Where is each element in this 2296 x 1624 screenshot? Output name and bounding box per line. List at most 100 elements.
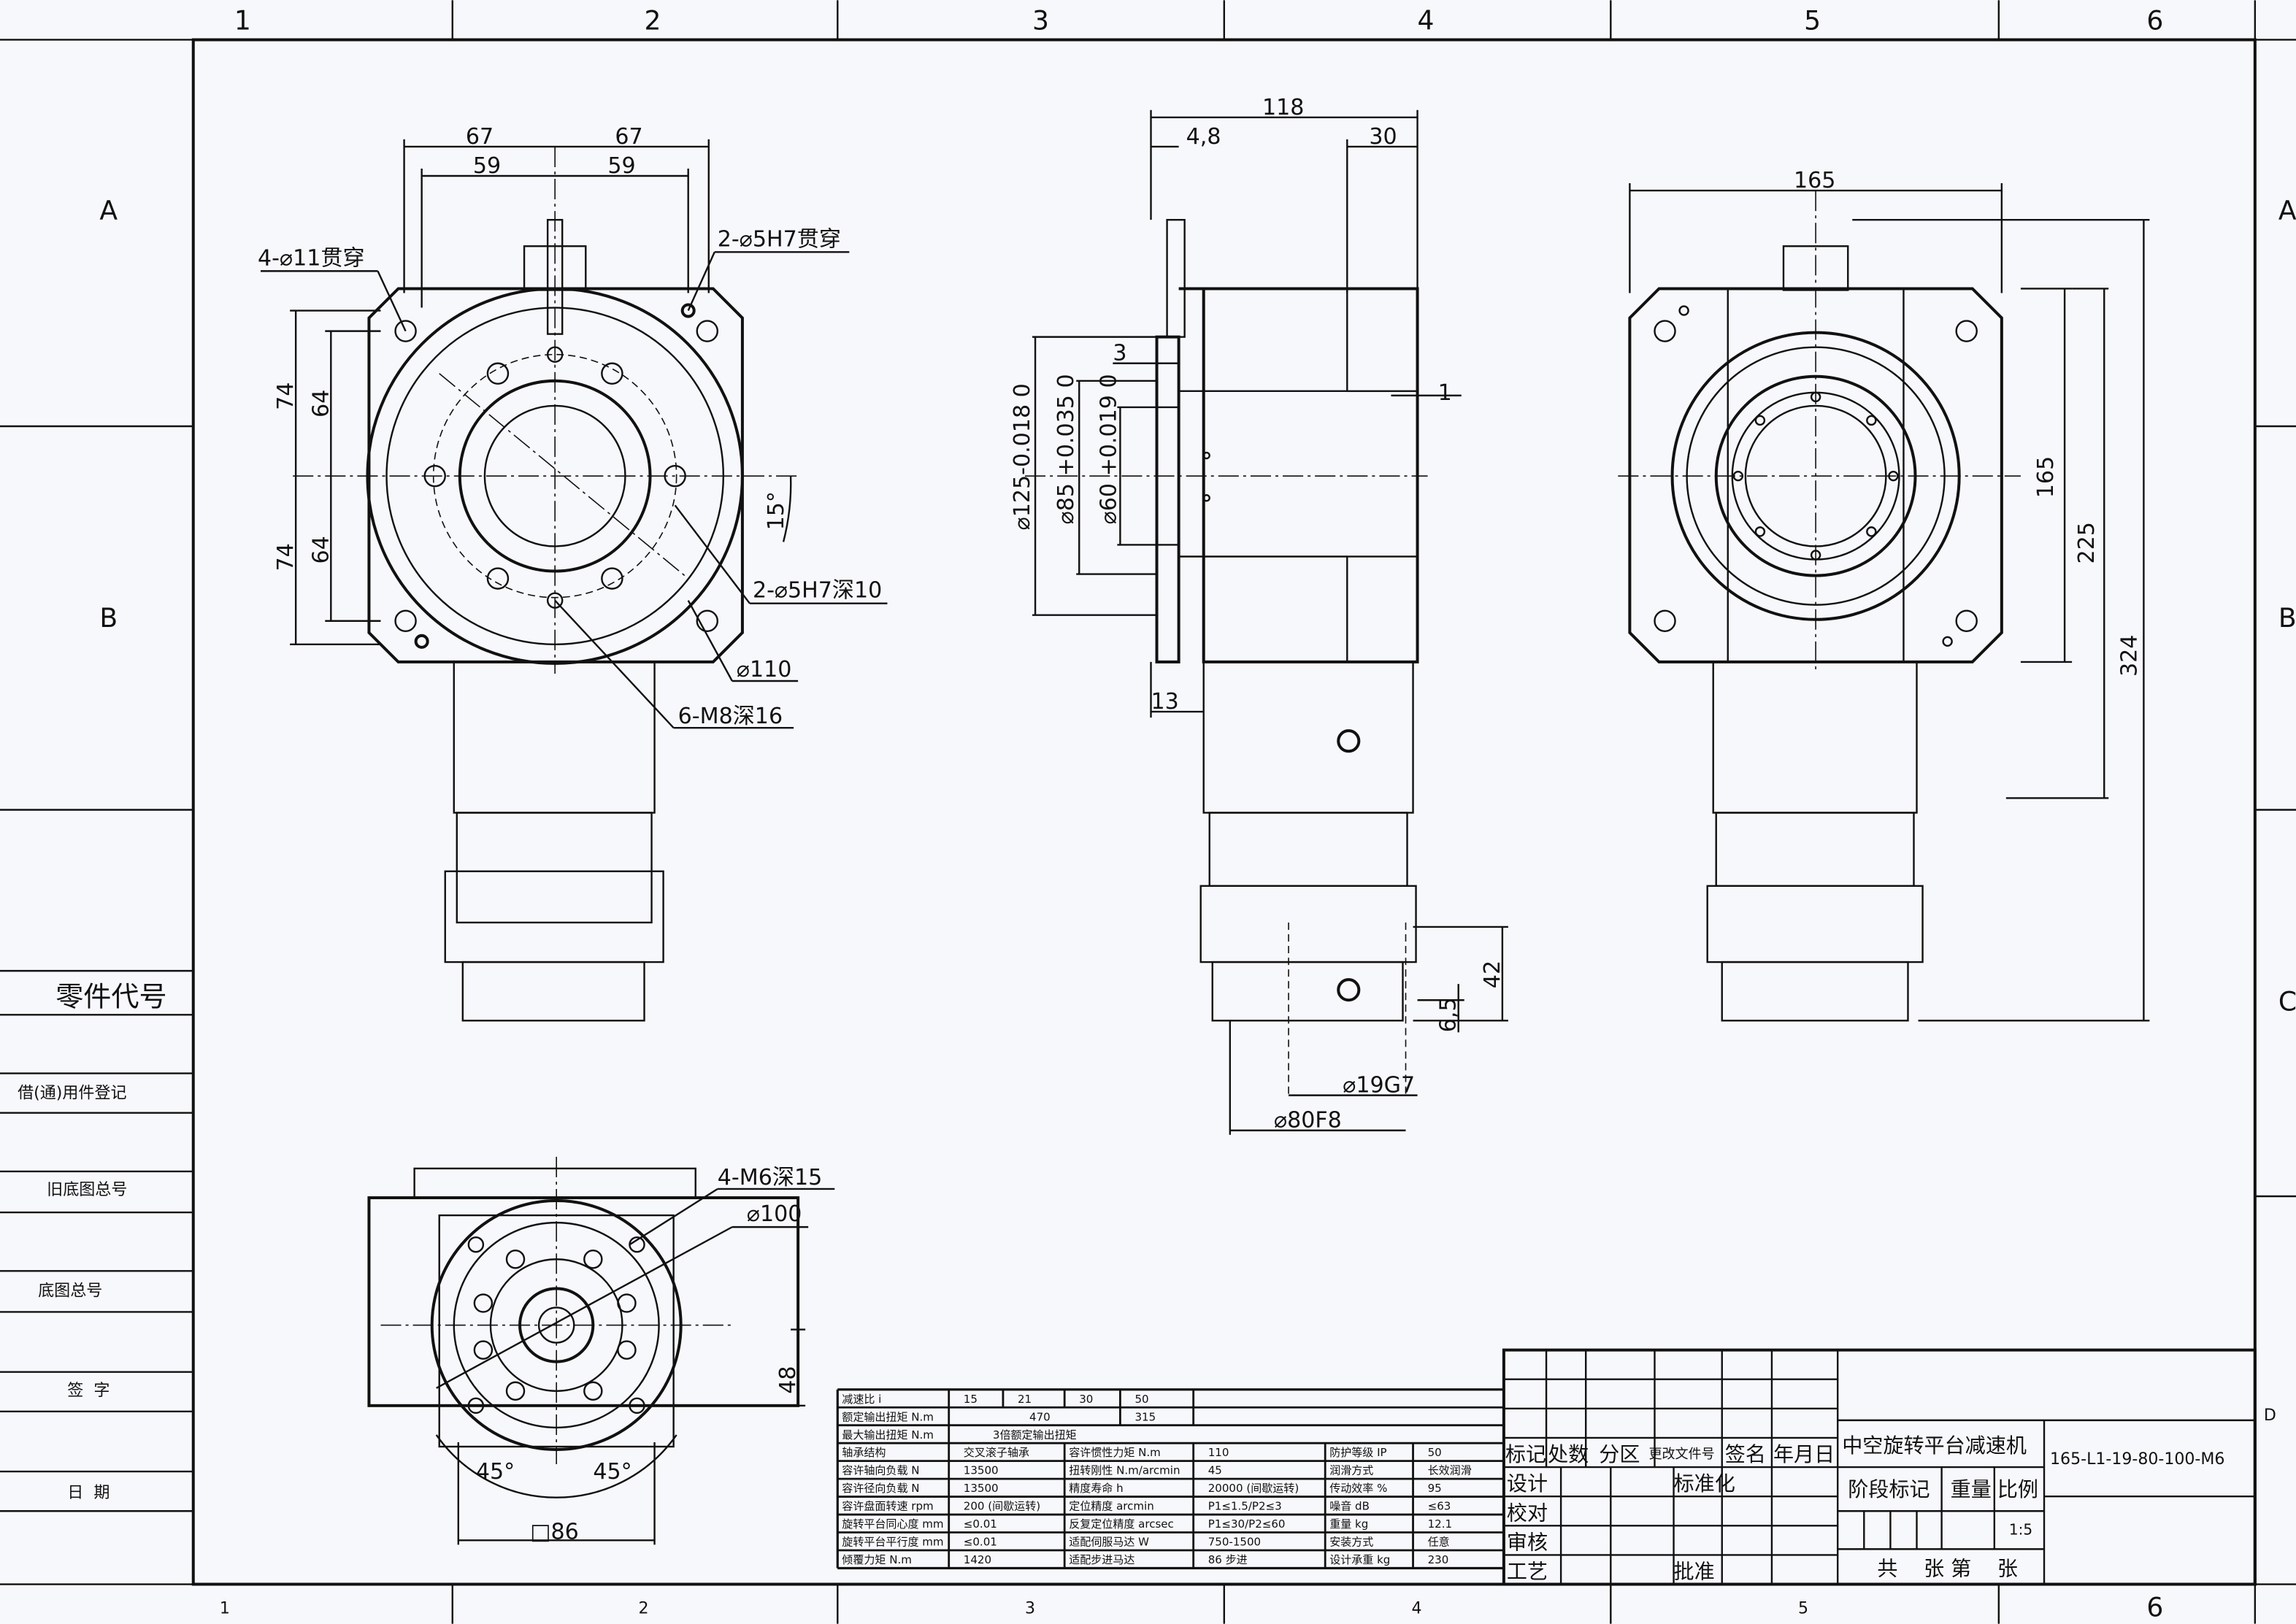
spec-cell: 长效润滑 xyxy=(1428,1464,1472,1477)
zone-top-5: 5 xyxy=(1804,4,1821,36)
zone-right-d: D xyxy=(2264,1406,2276,1425)
spec-row-label: 额定输出扭矩 N.m xyxy=(842,1410,934,1423)
spec-cell: 30 xyxy=(1079,1393,1093,1406)
dim-d80f8: ⌀80F8 xyxy=(1274,1108,1342,1134)
zone-right-a: A xyxy=(2278,195,2296,226)
spec-cell: 470 xyxy=(1029,1410,1051,1423)
spec-cell: 1420 xyxy=(964,1553,991,1566)
dim-165-width: 165 xyxy=(1794,168,1835,193)
weight-label: 重量 xyxy=(1951,1477,1992,1501)
spec-row-label: 容许盘面转速 rpm xyxy=(842,1500,933,1513)
dim-67-right: 67 xyxy=(615,124,642,150)
spec-cell: 230 xyxy=(1428,1553,1449,1566)
note-holes-11: 4-⌀11贯穿 xyxy=(258,245,365,271)
header-sign: 签名 xyxy=(1725,1442,1766,1466)
zone-top-4: 4 xyxy=(1418,4,1435,36)
borrow-register-label: 借(通)用件登记 xyxy=(18,1085,126,1103)
side-view: 118 4,8 30 3 1 13 ⌀125-0.018 0 ⌀85 +0.03… xyxy=(1010,95,1508,1135)
dim-59-right: 59 xyxy=(607,153,635,179)
spec-cell: 安装方式 xyxy=(1329,1536,1373,1549)
note-m8: 6-M8深16 xyxy=(678,704,783,729)
zone-right-c: C xyxy=(2278,985,2296,1017)
zone-top-3: 3 xyxy=(1032,4,1049,36)
zone-top-1: 1 xyxy=(234,4,251,36)
title-block: 标记 处数 分区 更改文件号 签名 年月日 设计 校对 审核 工艺 标准化 批准… xyxy=(1502,1348,2257,1586)
spec-cell: 86 步进 xyxy=(1208,1553,1248,1566)
spec-cell: 设计承重 kg xyxy=(1329,1553,1390,1566)
right-view: 165 165 225 324 xyxy=(1618,168,2150,1022)
dim-64-top: 64 xyxy=(308,390,334,417)
zone-left-a: A xyxy=(99,195,118,226)
spec-cell: 交叉滚子轴承 xyxy=(964,1446,1029,1459)
dim-59-left: 59 xyxy=(473,153,501,179)
spec-cell: 15 xyxy=(964,1393,978,1406)
dim-42: 42 xyxy=(1480,961,1505,988)
dim-d110: ⌀110 xyxy=(737,657,792,682)
spec-cell: 噪音 dB xyxy=(1329,1500,1370,1513)
dim-6-5: 6,5 xyxy=(1436,998,1462,1033)
front-view: 67 67 59 59 74 64 74 64 4-⌀11贯穿 2-⌀5H7贯穿… xyxy=(258,124,888,1022)
dim-1: 1 xyxy=(1438,380,1452,406)
spec-cell: 重量 kg xyxy=(1329,1517,1368,1531)
dim-4-8: 4,8 xyxy=(1186,124,1221,150)
spec-cell: 750-1500 xyxy=(1208,1536,1261,1549)
spec-cell: 任意 xyxy=(1428,1536,1450,1549)
zone-bottom-5: 5 xyxy=(1798,1600,1808,1618)
dim-324: 324 xyxy=(2116,635,2142,677)
spec-cell: 定位精度 arcmin xyxy=(1069,1500,1154,1513)
header-count: 处数 xyxy=(1548,1442,1589,1466)
spec-cell: 45 xyxy=(1208,1464,1222,1477)
dim-13: 13 xyxy=(1151,689,1179,715)
spec-cell: 95 xyxy=(1428,1482,1442,1495)
dim-d19g7: ⌀19G7 xyxy=(1343,1073,1415,1098)
spec-cell: ≤0.01 xyxy=(964,1536,997,1549)
zone-bottom-3: 3 xyxy=(1025,1600,1035,1618)
dim-sq86: □86 xyxy=(530,1519,579,1544)
zone-top-6: 6 xyxy=(2146,4,2163,36)
spec-row-label: 轴承结构 xyxy=(842,1446,886,1459)
standardize-label: 标准化 xyxy=(1674,1471,1735,1496)
stage-mark-label: 阶段标记 xyxy=(1848,1477,1930,1501)
spec-cell: P1≤1.5/P2≤3 xyxy=(1208,1500,1282,1513)
product-name: 中空旋转平台减速机 xyxy=(1842,1433,2027,1458)
spec-cell: 50 xyxy=(1428,1446,1442,1459)
dim-angle-45-left: 45° xyxy=(476,1459,515,1485)
dim-d60: ⌀60 +0.019 0 xyxy=(1096,374,1121,524)
spec-cell: ≤0.01 xyxy=(964,1517,997,1531)
dim-74-bottom: 74 xyxy=(273,543,299,571)
dim-angle-45-right: 45° xyxy=(593,1459,631,1485)
dim-d100: ⌀100 xyxy=(747,1201,802,1227)
process-label: 工艺 xyxy=(1507,1560,1548,1584)
spec-row-label: 容许径向负载 N xyxy=(842,1482,919,1495)
bottom-view: 4-M6深15 ⌀100 48 45° 45° □86 xyxy=(367,1156,835,1545)
zone-top-2: 2 xyxy=(645,4,661,36)
spec-cell: ≤63 xyxy=(1428,1500,1451,1513)
zone-bottom-4: 4 xyxy=(1412,1600,1422,1618)
spec-cell: 精度寿命 h xyxy=(1069,1482,1123,1495)
spec-cell: 适配步进马达 xyxy=(1069,1553,1134,1566)
spec-cell: P1≤30/P2≤60 xyxy=(1208,1517,1286,1531)
note-m6: 4-M6深15 xyxy=(718,1165,822,1190)
spec-row-label: 旋转平台平行度 mm xyxy=(842,1536,943,1549)
drawing-code: 165-L1-19-80-100-M6 xyxy=(2050,1450,2224,1469)
spec-cell: 21 xyxy=(1018,1393,1032,1406)
spec-cell: 反复定位精度 arcsec xyxy=(1069,1517,1174,1531)
scale-label: 比例 xyxy=(1997,1477,2038,1501)
dim-48: 48 xyxy=(775,1366,801,1394)
header-change-doc: 更改文件号 xyxy=(1648,1447,1714,1462)
spec-cell: 12.1 xyxy=(1428,1517,1452,1531)
spec-cell: 润滑方式 xyxy=(1329,1464,1373,1477)
spec-row-label: 旋转平台同心度 mm xyxy=(842,1517,943,1531)
dim-67-left: 67 xyxy=(466,124,494,150)
spec-row-label: 容许轴向负载 N xyxy=(842,1464,919,1477)
spec-cell: 13500 xyxy=(964,1464,999,1477)
spec-cell: 315 xyxy=(1134,1410,1156,1423)
spec-cell: 200 (间歇运转) xyxy=(964,1500,1040,1513)
dim-118: 118 xyxy=(1262,95,1304,120)
scale-value: 1:5 xyxy=(2009,1520,2032,1538)
spec-cell: 20000 (间歇运转) xyxy=(1208,1482,1299,1495)
note-pin-5h7-deep: 2-⌀5H7深10 xyxy=(753,578,882,604)
